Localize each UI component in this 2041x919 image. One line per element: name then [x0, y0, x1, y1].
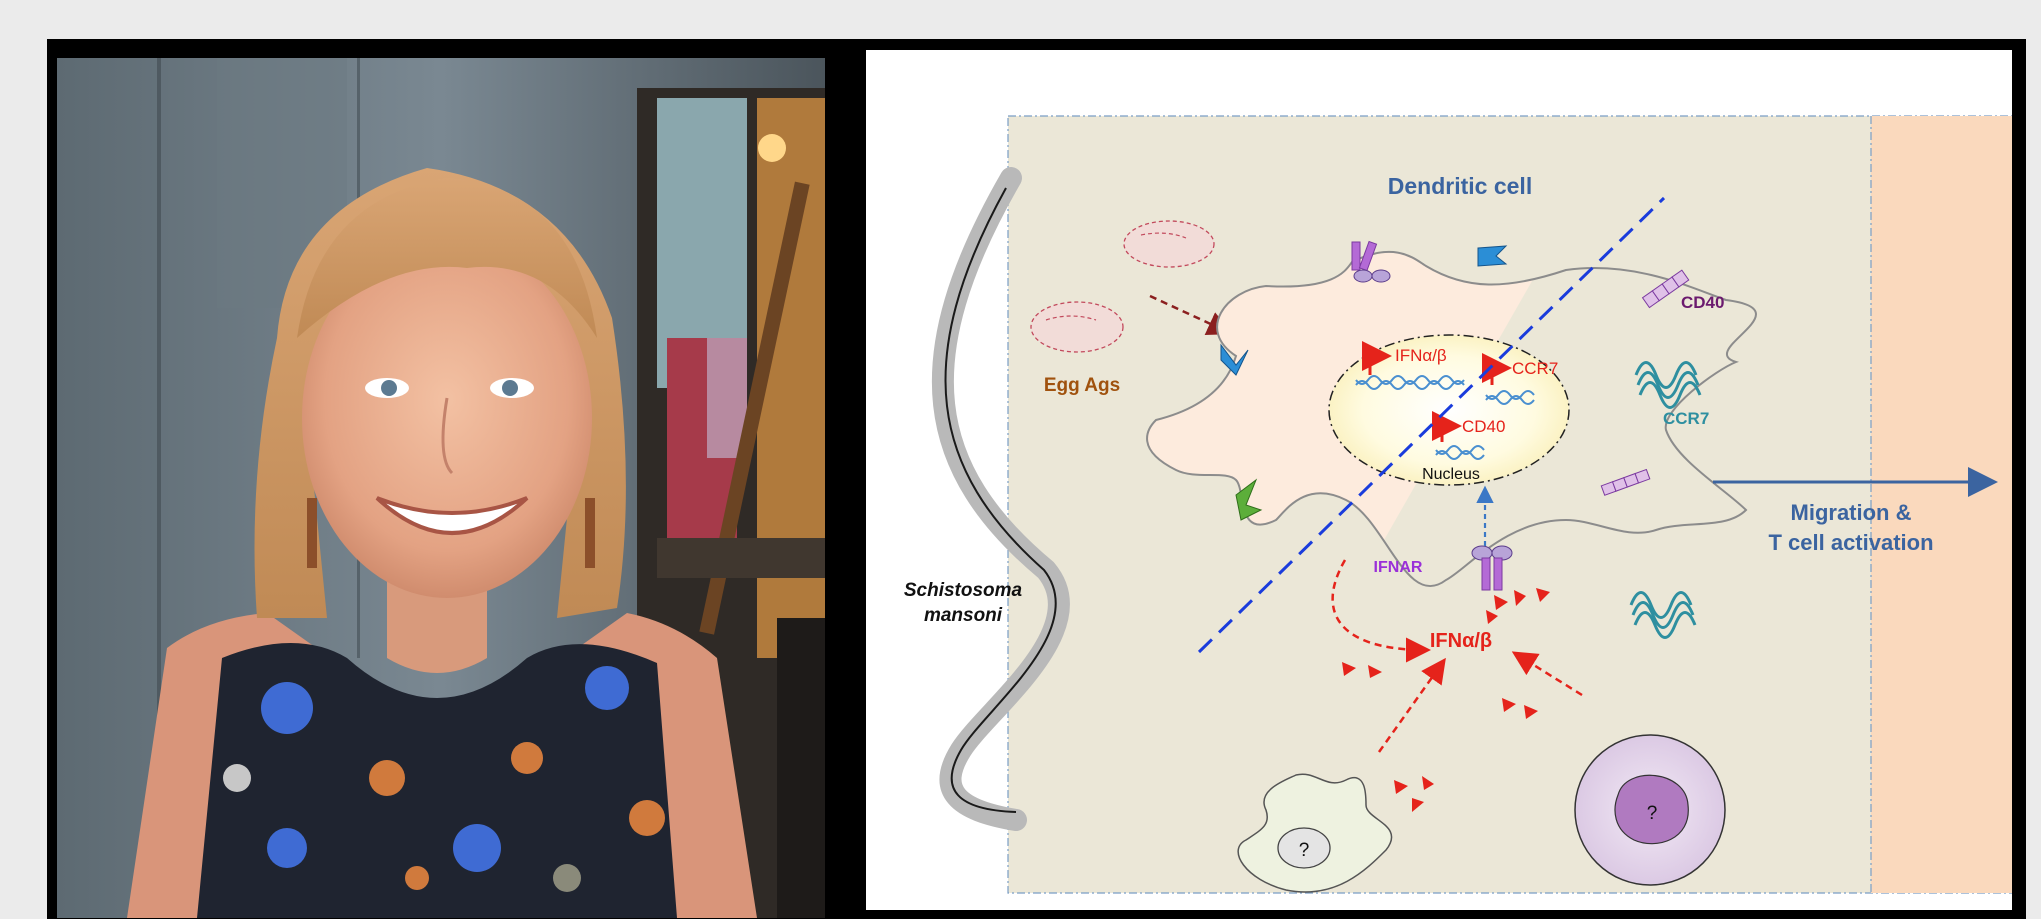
label-migration-line2: T cell activation: [1768, 530, 1933, 555]
diagram-panel: Dendritic cell Egg Ags Schistosoma manso…: [866, 50, 2012, 910]
portrait-photo: [57, 58, 825, 918]
label-schistosoma: Schistosoma: [904, 580, 1023, 601]
dc-activation-diagram: Dendritic cell Egg Ags Schistosoma manso…: [866, 50, 2012, 910]
label-nucleus: Nucleus: [1422, 466, 1480, 483]
portrait-illustration: [57, 58, 825, 918]
label-ccr7-receptor: CCR7: [1663, 409, 1709, 428]
label-ifn-secreted: IFNα/β: [1430, 630, 1492, 652]
label-ifnar: IFNAR: [1374, 559, 1423, 576]
label-migration-line1: Migration &: [1791, 500, 1912, 525]
label-gene-ccr7: CCR7: [1512, 359, 1558, 378]
label-gene-cd40: CD40: [1462, 417, 1505, 436]
label-unknown-cell-2: ?: [1647, 803, 1658, 824]
label-gene-ifn: IFNα/β: [1395, 346, 1447, 365]
label-unknown-cell-1: ?: [1299, 840, 1310, 861]
title-dendritic-cell: Dendritic cell: [1388, 173, 1532, 199]
label-mansoni: mansoni: [924, 605, 1003, 626]
label-cd40-receptor: CD40: [1681, 293, 1724, 312]
label-egg-ags: Egg Ags: [1044, 375, 1120, 396]
